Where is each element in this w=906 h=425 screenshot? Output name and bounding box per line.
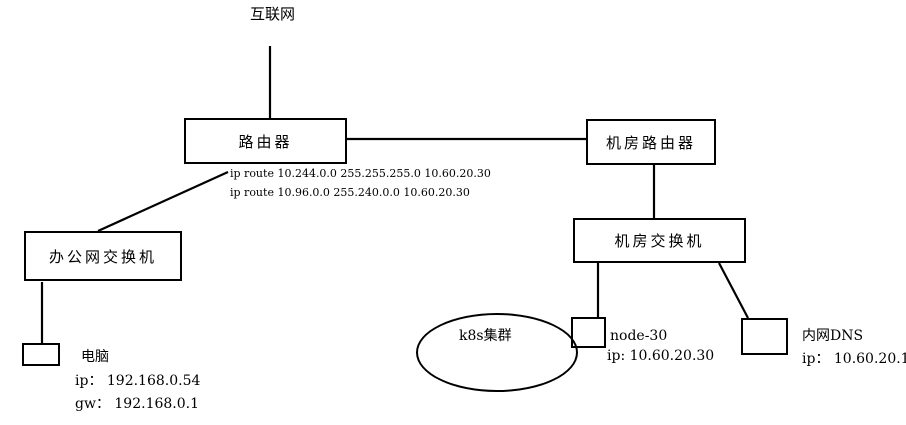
link-router-office-switch [97,170,229,233]
dns-label: 内网DNS [802,328,864,344]
router-route-2: ip route 10.96.0.0 255.240.0.0 10.60.20.… [230,186,470,199]
link-dc-switch-dns [718,262,749,319]
dns-device-icon [741,318,788,355]
dc-router-box: 机房路由器 [586,119,716,165]
pc-gateway: gw： 192.168.0.1 [75,396,200,412]
router-route-1: ip route 10.244.0.0 255.255.255.0 10.60.… [230,167,491,180]
k8s-cluster-ellipse [416,313,578,392]
office-switch-box: 办公网交换机 [24,231,182,281]
pc-label: 电脑 [81,349,109,365]
internet-label: 互联网 [250,5,296,23]
node-label: node-30 [610,328,668,344]
node-ip: ip: 10.60.20.30 [607,348,715,364]
dc-switch-label: 机房交换机 [614,232,705,250]
office-switch-label: 办公网交换机 [48,247,157,266]
pc-device-icon [22,343,60,366]
router-box: 路由器 [184,118,347,164]
k8s-cluster-label: k8s集群 [459,328,512,344]
pc-ip: ip： 192.168.0.54 [75,373,201,389]
node-device-icon [571,317,606,348]
dns-ip: ip： 10.60.20.1 [802,351,906,367]
router-label: 路由器 [238,132,293,151]
dc-switch-box: 机房交换机 [573,218,746,263]
dc-router-label: 机房路由器 [605,133,696,152]
